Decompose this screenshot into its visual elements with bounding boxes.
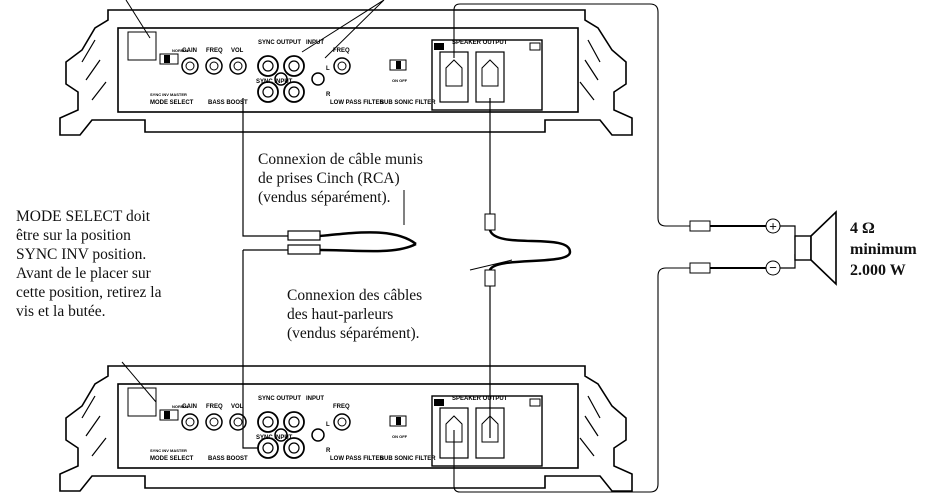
mode-select-label-lower: MODE SELECT bbox=[150, 456, 194, 462]
spade-terminal bbox=[484, 269, 496, 287]
caption-line: (vendus séparément). bbox=[287, 325, 420, 342]
spade-terminal bbox=[689, 220, 711, 232]
speaker-output-label-lower: SPEAKER OUTPUT bbox=[452, 396, 508, 402]
gain-label: GAIN bbox=[182, 48, 197, 54]
leader-line bbox=[469, 259, 513, 271]
caption-line: vis et la butée. bbox=[16, 303, 106, 320]
caption-line: minimum bbox=[850, 241, 917, 258]
caption-line: (vendus séparément). bbox=[258, 189, 391, 206]
freq-label-lower: FREQ bbox=[206, 404, 223, 410]
speaker-cable bbox=[710, 225, 766, 269]
l-label-lower: L bbox=[326, 422, 330, 428]
rca-cable-caption: Connexion de câble munis de prises Cinch… bbox=[258, 150, 423, 207]
sync-input-label: SYNC INPUT bbox=[256, 79, 293, 85]
normal-label-lower: NORMAL bbox=[172, 404, 190, 409]
lower-amplifier bbox=[59, 365, 633, 492]
speaker-magnet bbox=[794, 235, 812, 261]
mode-select-caption: MODE SELECT doit être sur la position SY… bbox=[16, 207, 161, 321]
caption-line: SYNC INV position. bbox=[16, 246, 147, 263]
caption-line: cette position, retirez la bbox=[16, 284, 162, 301]
master-label-lower: MASTER bbox=[170, 448, 187, 453]
on-off-label-lower: ON OFF bbox=[392, 434, 408, 439]
l-label: L bbox=[326, 66, 330, 72]
caption-line: être sur la position bbox=[16, 227, 131, 244]
freq2-label: FREQ bbox=[333, 48, 350, 54]
plus-label: + bbox=[769, 219, 777, 234]
normal-label: NORMAL bbox=[172, 48, 190, 53]
rca-cable bbox=[242, 250, 258, 449]
speaker-spec-caption: 4 Ω minimum 2.000 W bbox=[850, 218, 917, 281]
caption-line: des haut-parleurs bbox=[287, 306, 394, 323]
mode-select-label: MODE SELECT bbox=[150, 100, 194, 106]
speaker-output-label: SPEAKER OUTPUT bbox=[452, 40, 508, 46]
upper-amplifier bbox=[59, 9, 633, 136]
leader-line bbox=[301, 0, 385, 59]
bass-boost-label-lower: BASS BOOST bbox=[208, 456, 248, 462]
spade-terminal bbox=[484, 213, 496, 231]
caption-line: Connexion de câble munis bbox=[258, 151, 423, 168]
sync-inv-label-lower: SYNC INV bbox=[150, 448, 169, 453]
input-label-lower: INPUT bbox=[306, 396, 324, 402]
freq2-label-lower: FREQ bbox=[333, 404, 350, 410]
on-off-label: ON OFF bbox=[392, 78, 408, 83]
rca-plug bbox=[287, 230, 321, 241]
low-pass-filter-label: LOW PASS FILTER bbox=[330, 100, 384, 106]
master-label: MASTER bbox=[170, 92, 187, 97]
r-label: R bbox=[326, 92, 331, 98]
bass-boost-label: BASS BOOST bbox=[208, 100, 248, 106]
speaker-wire-plus bbox=[453, 3, 690, 227]
spade-terminal bbox=[689, 262, 711, 274]
rca-cable bbox=[319, 231, 417, 253]
rca-cable bbox=[242, 98, 288, 237]
sub-sonic-filter-label-lower: SUB SONIC FILTER bbox=[380, 456, 436, 462]
freq-label: FREQ bbox=[206, 48, 223, 54]
sync-inv-label: SYNC INV bbox=[150, 92, 169, 97]
speaker-wire-minus bbox=[453, 267, 690, 493]
minus-label: − bbox=[769, 260, 777, 275]
speaker-cable bbox=[488, 229, 572, 271]
caption-line: 2.000 W bbox=[850, 262, 906, 279]
speaker-icon bbox=[810, 210, 837, 286]
sync-output-label: SYNC OUTPUT bbox=[258, 40, 301, 46]
input-label: INPUT bbox=[306, 40, 324, 46]
sub-sonic-filter-label: SUB SONIC FILTER bbox=[380, 100, 436, 106]
caption-line: 4 Ω bbox=[850, 220, 875, 237]
caption-line: de prises Cinch (RCA) bbox=[258, 170, 400, 187]
leader-line bbox=[125, 0, 151, 39]
speaker-lead bbox=[780, 225, 796, 269]
vol-label: VOL bbox=[231, 48, 244, 54]
leader-line bbox=[121, 361, 157, 403]
sync-input-label-lower: SYNC INPUT bbox=[256, 435, 293, 441]
speaker-cables-caption: Connexion des câbles des haut-parleurs (… bbox=[287, 286, 422, 343]
caption-line: Connexion des câbles bbox=[287, 287, 423, 304]
vol-label-lower: VOL bbox=[231, 404, 244, 410]
gain-label-lower: GAIN bbox=[182, 404, 197, 410]
low-pass-filter-label-lower: LOW PASS FILTER bbox=[330, 456, 384, 462]
r-label-lower: R bbox=[326, 448, 331, 454]
sync-output-label-lower: SYNC OUTPUT bbox=[258, 396, 301, 402]
caption-line: Avant de le placer sur bbox=[16, 265, 151, 282]
rca-plug bbox=[287, 244, 321, 255]
caption-line: MODE SELECT doit bbox=[16, 208, 151, 225]
